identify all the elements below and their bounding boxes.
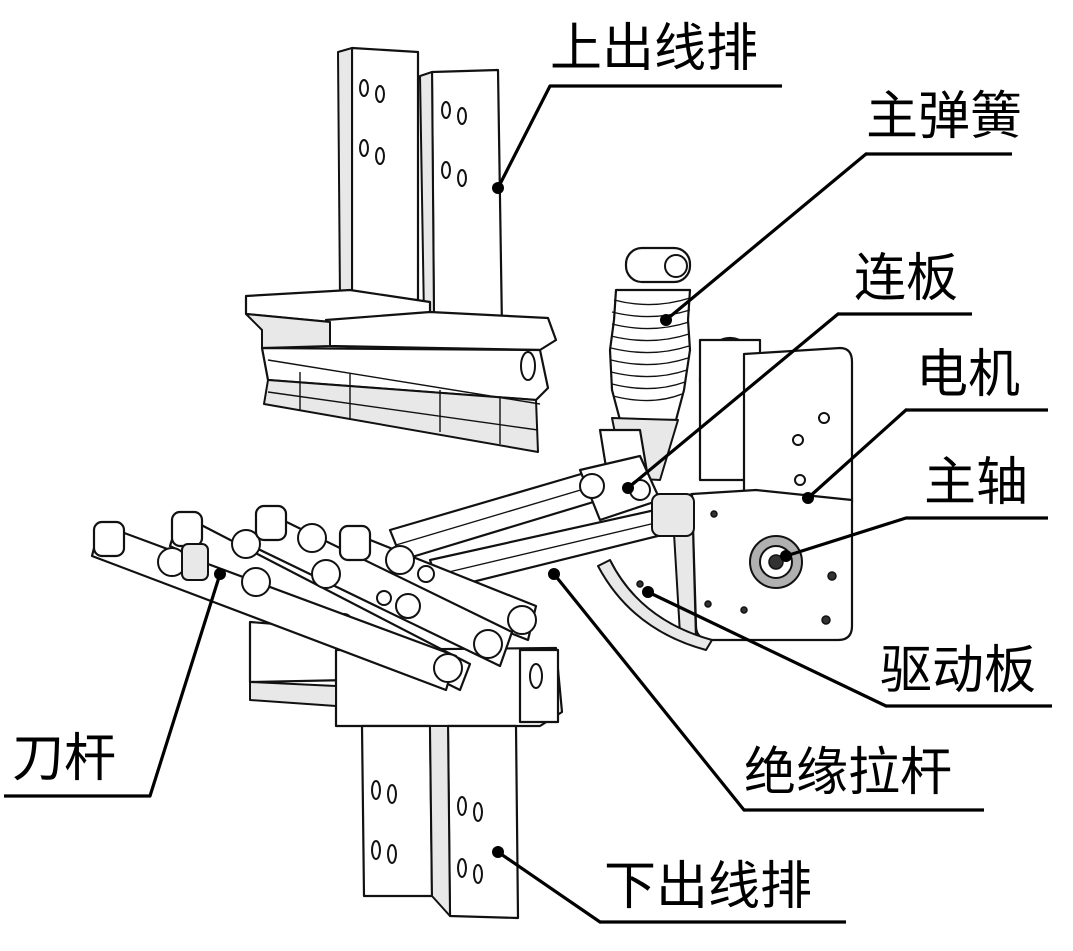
label-main-spring: 主弹簧 <box>866 87 1022 147</box>
label-drive-plate: 驱动板 <box>880 641 1036 701</box>
callout-main-shaft: 主轴 <box>780 453 1048 562</box>
main-spring <box>598 246 692 494</box>
callout-main-spring: 主弹簧 <box>660 87 1022 326</box>
callout-drive-plate: 驱动板 <box>642 586 1052 708</box>
label-motor: 电机 <box>916 345 1020 405</box>
label-link-plate: 连板 <box>854 249 958 309</box>
callout-upper-busbar: 上出线排 <box>492 19 782 194</box>
callout-lower-busbar: 下出线排 <box>492 846 846 924</box>
label-blade-rod: 刀杆 <box>12 729 116 789</box>
blade-rods <box>90 504 538 692</box>
insulated-pull-rods <box>388 454 695 592</box>
label-lower-busbar: 下出线排 <box>604 857 812 917</box>
upper-busbar <box>244 46 558 453</box>
label-upper-busbar: 上出线排 <box>550 19 758 79</box>
callout-motor: 电机 <box>802 345 1048 504</box>
callout-insulated-pull-rod: 绝缘拉杆 <box>548 568 984 812</box>
callout-link-plate: 连板 <box>622 249 972 494</box>
lower-busbar <box>248 620 564 920</box>
motor-drive-assembly <box>597 336 854 651</box>
callout-blade-rod: 刀杆 <box>4 568 226 798</box>
label-insulated-pull-rod: 绝缘拉杆 <box>744 743 952 803</box>
label-main-shaft: 主轴 <box>924 453 1028 513</box>
